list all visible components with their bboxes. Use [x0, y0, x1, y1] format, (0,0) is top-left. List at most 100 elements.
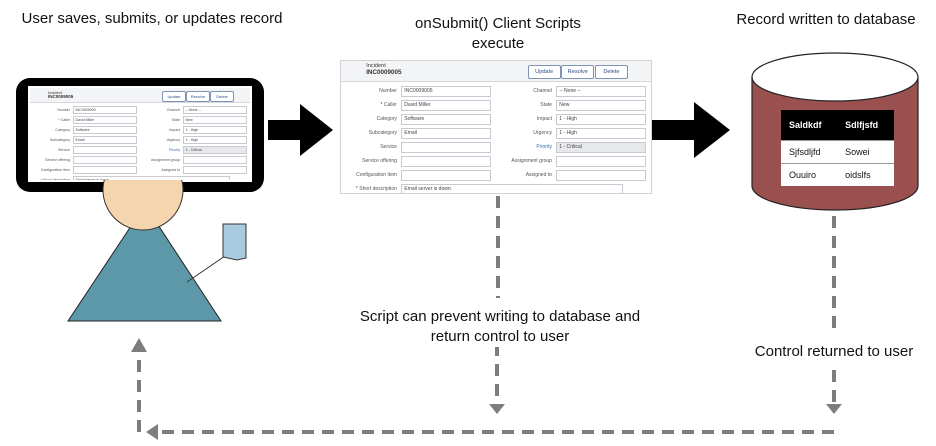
form-field-label: Assignment group [151, 157, 180, 162]
form-field-label: State [540, 102, 552, 109]
arrowhead-left [146, 424, 158, 440]
form-field-label: Assigned to [161, 167, 180, 172]
form-field-input[interactable] [73, 166, 137, 174]
form-record-number: INC0009005 [366, 69, 402, 77]
caption-client-scripts: onSubmit() Client Scripts execute [368, 14, 628, 54]
form-update-button[interactable]: Update [527, 64, 561, 80]
form-delete-button[interactable]: Delete [210, 90, 234, 102]
form-record-type: Incident [366, 63, 386, 70]
form-field-input[interactable]: Software [401, 114, 491, 125]
document-icon [222, 223, 247, 261]
form-field-label: Service [380, 144, 397, 151]
table-row: Ouuiro oidslfs [781, 163, 894, 186]
database-table: Saldkdf Sdlfjsfd Sjfsdljfd Sowei Ouuiro … [781, 110, 894, 186]
form-field-label: Configuration item [356, 172, 397, 179]
arrowhead-up-to-user [131, 338, 147, 352]
form-field-label: * Caller [58, 117, 70, 122]
form-field-input[interactable] [401, 156, 491, 167]
form-field-input[interactable]: 1 - High [556, 114, 646, 125]
form-field-label: Service offering [45, 157, 70, 162]
form-field-input[interactable]: INC0009005 [401, 86, 491, 97]
form-field-label: Priority [168, 147, 180, 152]
form-field-input[interactable]: Email [73, 136, 137, 144]
form-field-label: State [171, 117, 180, 122]
caption-client-scripts-line1: onSubmit() Client Scripts [415, 15, 581, 32]
form-field-input[interactable]: 1 - High [556, 128, 646, 139]
form-field-label: Subcategory [368, 130, 397, 137]
form-field-label: Priority [536, 144, 552, 151]
form-field-input[interactable]: 1 - Critical [183, 146, 247, 154]
form-field-input[interactable] [401, 170, 491, 181]
db-table-cell: Sjfsdljfd [781, 140, 838, 164]
form-field-label: Assignment group [511, 158, 552, 165]
caption-script-prevent-line2: return control to user [430, 328, 570, 345]
db-table-header: Sdlfjsfd [837, 110, 894, 141]
form-field-input[interactable]: David Miller [73, 116, 137, 124]
form-field-input[interactable]: David Miller [401, 100, 491, 111]
form-field-label: Service [58, 147, 70, 152]
short-description-input[interactable]: Email server is down. [73, 176, 230, 180]
form-field-input[interactable]: New [556, 100, 646, 111]
table-row: Sjfsdljfd Sowei [781, 140, 894, 164]
person-arm [186, 253, 229, 283]
caption-client-scripts-line2: execute [471, 35, 525, 52]
form-field-input[interactable]: Software [73, 126, 137, 134]
form-resolve-button[interactable]: Resolve [186, 90, 210, 102]
form-field-input[interactable]: -- None -- [556, 86, 646, 97]
form-field-input[interactable] [556, 170, 646, 181]
form-field-label: Urgency [533, 130, 552, 137]
form-field-input[interactable]: 1 - Critical [556, 142, 646, 153]
form-field-input[interactable] [183, 166, 247, 174]
form-field-input[interactable] [183, 156, 247, 164]
form-field-label: Configuration item [40, 167, 70, 172]
form-delete-button[interactable]: Delete [595, 64, 628, 80]
form-field-input[interactable]: -- None -- [183, 106, 247, 114]
short-description-input[interactable]: Email server is down. [401, 184, 623, 193]
form-field-label: Channel [533, 88, 552, 95]
form-field-label: Assigned to [525, 172, 552, 179]
caption-record-written: Record written to database [736, 11, 916, 28]
db-table-header-row: Saldkdf Sdlfjsfd [781, 110, 894, 141]
form-field-input[interactable]: Email [401, 128, 491, 139]
db-table-header: Saldkdf [781, 110, 838, 141]
form-resolve-button[interactable]: Resolve [561, 64, 595, 80]
form-field-label: Impact [536, 116, 552, 123]
person-body [67, 204, 222, 322]
form-field-label: * Short description [355, 186, 397, 193]
form-field-input[interactable] [73, 146, 137, 154]
form-field-input[interactable] [556, 156, 646, 167]
db-table-cell: Sowei [837, 140, 894, 164]
caption-user-action: User saves, submits, or updates record [21, 10, 283, 27]
caption-control-returned: Control returned to user [736, 342, 932, 362]
form-update-button[interactable]: Update [162, 90, 186, 102]
arrow-scripts-to-database [646, 102, 730, 158]
form-field-label: * Short description [40, 177, 70, 181]
form-field-label: Impact [169, 127, 180, 132]
db-table-cell: Ouuiro [781, 163, 838, 186]
form-field-label: Service offering [362, 158, 397, 165]
form-field-label: Number [379, 88, 397, 95]
db-table-cell: oidslfs [837, 163, 894, 186]
form-field-input[interactable]: INC0009005 [73, 106, 137, 114]
caption-script-prevent: Script can prevent writing to database a… [318, 307, 682, 347]
form-field-label: Subcategory [49, 137, 70, 142]
form-field-input[interactable] [401, 142, 491, 153]
form-field-label: Category [376, 116, 397, 123]
form-field-label: Channel [166, 107, 180, 112]
form-record-type: Incident [48, 89, 63, 95]
form-field-label: * Caller [380, 102, 397, 109]
form-record-number: INC0009005 [48, 94, 74, 99]
form-field-label: Number [57, 107, 70, 112]
form-field-input[interactable]: New [183, 116, 247, 124]
form-field-input[interactable]: 1 - High [183, 126, 247, 134]
arrow-submit-to-scripts [268, 104, 333, 156]
form-field-input[interactable]: 1 - High [183, 136, 247, 144]
form-field-label: Category [55, 127, 70, 132]
form-field-input[interactable] [73, 156, 137, 164]
caption-script-prevent-line1: Script can prevent writing to database a… [359, 308, 641, 325]
dashed-return-path [137, 196, 836, 434]
